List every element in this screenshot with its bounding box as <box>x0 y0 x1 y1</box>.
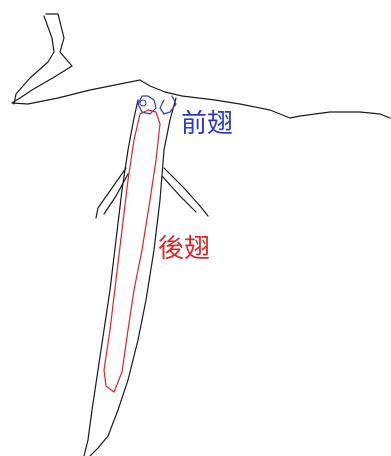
right-leg-inner <box>161 175 197 213</box>
hindwing-shape <box>103 109 161 393</box>
branch-outline-lower <box>13 15 55 105</box>
left-leg-inner <box>103 173 129 215</box>
right-leg <box>163 167 209 217</box>
left-leg <box>95 167 127 219</box>
forewing-label: 前翅 <box>181 109 234 139</box>
hindwing-label: 後翅 <box>158 234 211 264</box>
body-outline <box>83 99 139 456</box>
forewing-shape <box>137 95 177 115</box>
body-outline-right <box>89 97 177 456</box>
forewing-eye <box>139 99 147 107</box>
branch-outline <box>11 13 391 119</box>
